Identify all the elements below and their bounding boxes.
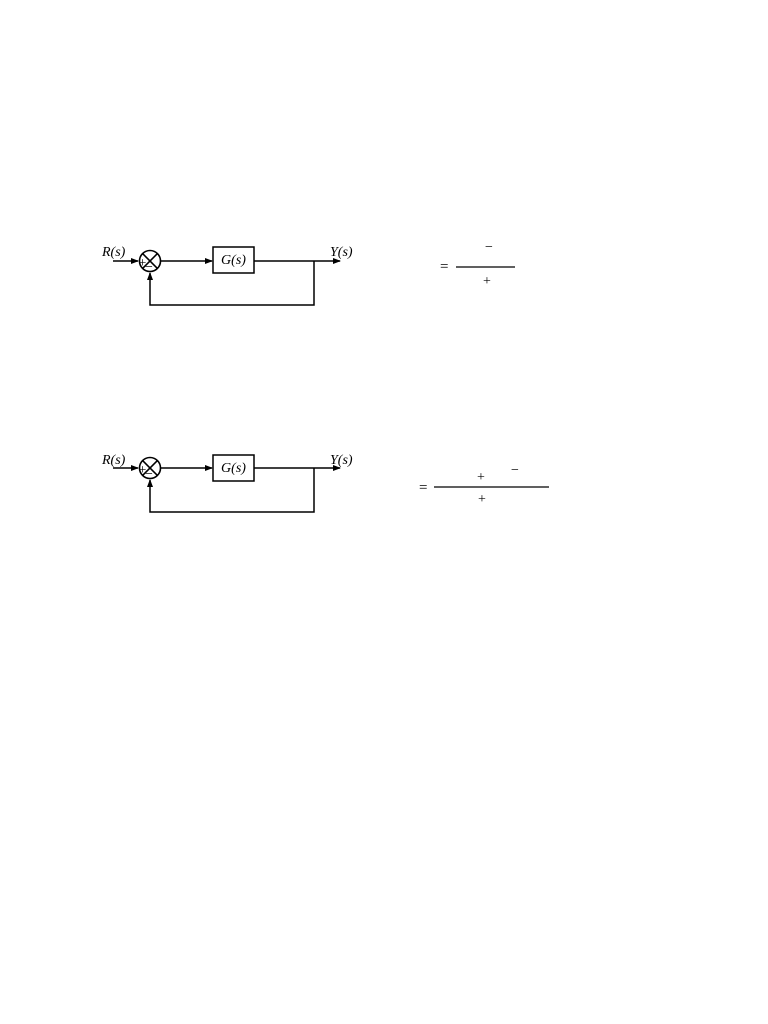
input-label-2: R(s): [101, 453, 126, 468]
transfer-block-1: [212, 246, 255, 274]
sum-plus-sign-2: +: [139, 463, 147, 478]
block-diagram-1: R(s) + − G(s) Y(s): [101, 245, 353, 306]
numerator-sign-2-0: +: [477, 470, 485, 485]
summing-junction-1: [138, 249, 162, 273]
sum-plus-sign-1: +: [139, 256, 147, 271]
numerator-sign-2-1: −: [511, 463, 519, 478]
output-label-1: Y(s): [330, 245, 353, 260]
summing-junction-2: [138, 456, 162, 480]
block-diagram-2: R(s) + − G(s) Y(s): [101, 453, 353, 513]
sum-minus-sign-2: −: [145, 467, 153, 482]
transfer-block-2: [212, 454, 255, 482]
block-label-1: G(s): [221, 253, 246, 268]
equation-1: = − +: [440, 240, 515, 289]
output-label-2: Y(s): [330, 453, 353, 468]
denominator-sign-1-0: +: [483, 274, 491, 289]
denominator-sign-2-0: +: [478, 492, 486, 507]
equals-sign-1: =: [440, 259, 448, 275]
feedback-path-2: [147, 468, 315, 513]
numerator-sign-1-0: −: [485, 240, 493, 255]
equation-2: = + − +: [419, 463, 549, 507]
input-label-1: R(s): [101, 245, 126, 260]
feedback-path-1: [147, 261, 315, 306]
equals-sign-2: =: [419, 480, 427, 496]
sum-minus-sign-1: −: [145, 260, 153, 275]
block-label-2: G(s): [221, 461, 246, 476]
